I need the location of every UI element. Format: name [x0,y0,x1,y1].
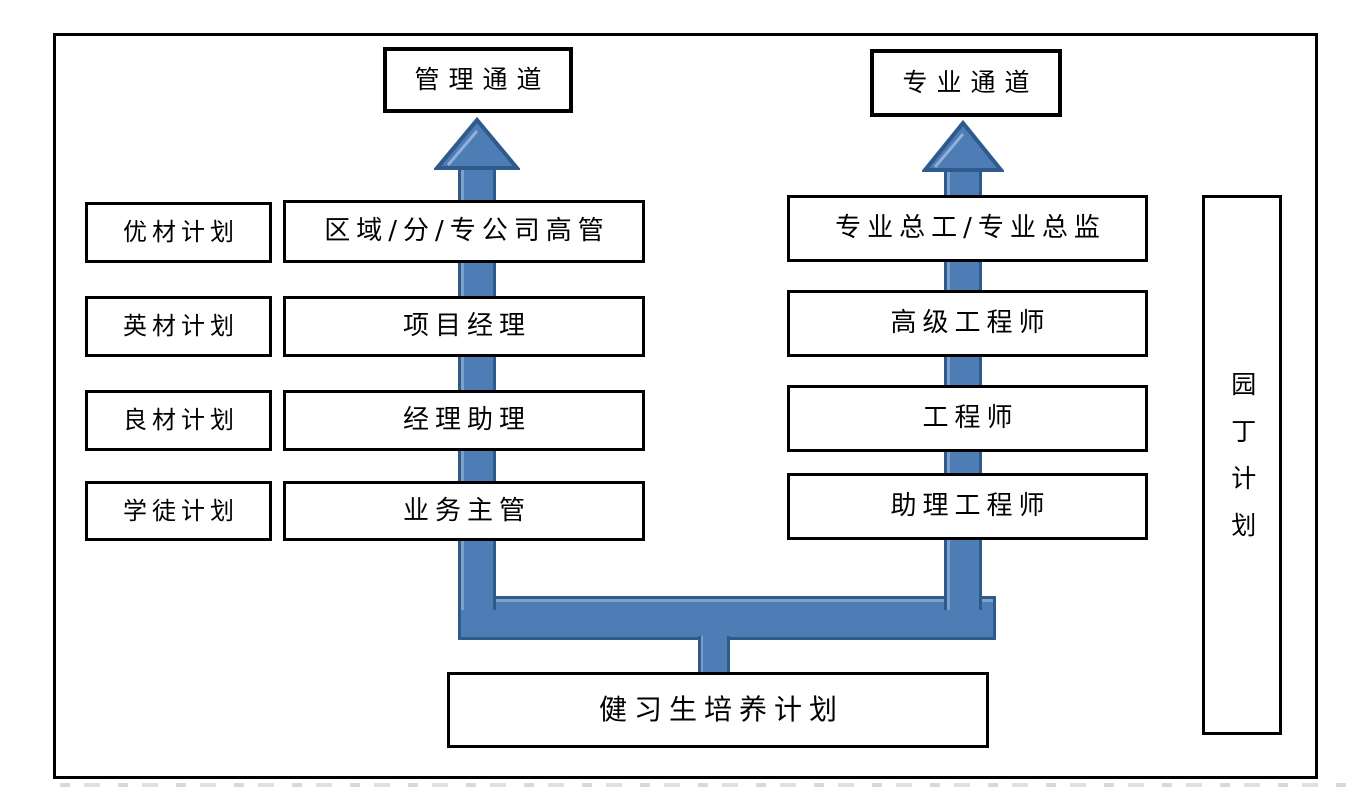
professional-channel-title: 专业通道 [870,49,1062,117]
level-box-management-4: 业务主管 [283,481,645,541]
plan-box-xuetu: 学徒计划 [85,481,272,541]
level-box-management-3: 经理助理 [283,390,645,451]
side-plan-box-yuanding: 园丁计划 [1202,195,1282,735]
level-box-management-2: 项目经理 [283,296,645,357]
level-box-professional-4: 助理工程师 [787,473,1148,540]
base-plan-box-trainee: 健习生培养计划 [447,672,989,748]
plan-box-youcai: 优材计划 [85,202,272,263]
level-box-professional-1: 专业总工/专业总监 [787,195,1148,262]
level-box-professional-3: 工程师 [787,385,1148,452]
diagram-outer-border [53,33,1318,779]
connector-horizontal-bar [458,596,996,640]
cropped-text-strip [60,783,1360,787]
management-channel-title: 管理通道 [383,47,573,113]
up-arrow-icon [922,120,1004,172]
level-box-management-1: 区域/分/专公司高管 [283,200,645,263]
up-arrow-icon [434,117,520,170]
plan-box-liangcai: 良材计划 [85,390,272,451]
connector-center-stub [698,636,730,674]
level-box-professional-2: 高级工程师 [787,290,1148,357]
plan-box-yingcai: 英材计划 [85,296,272,357]
